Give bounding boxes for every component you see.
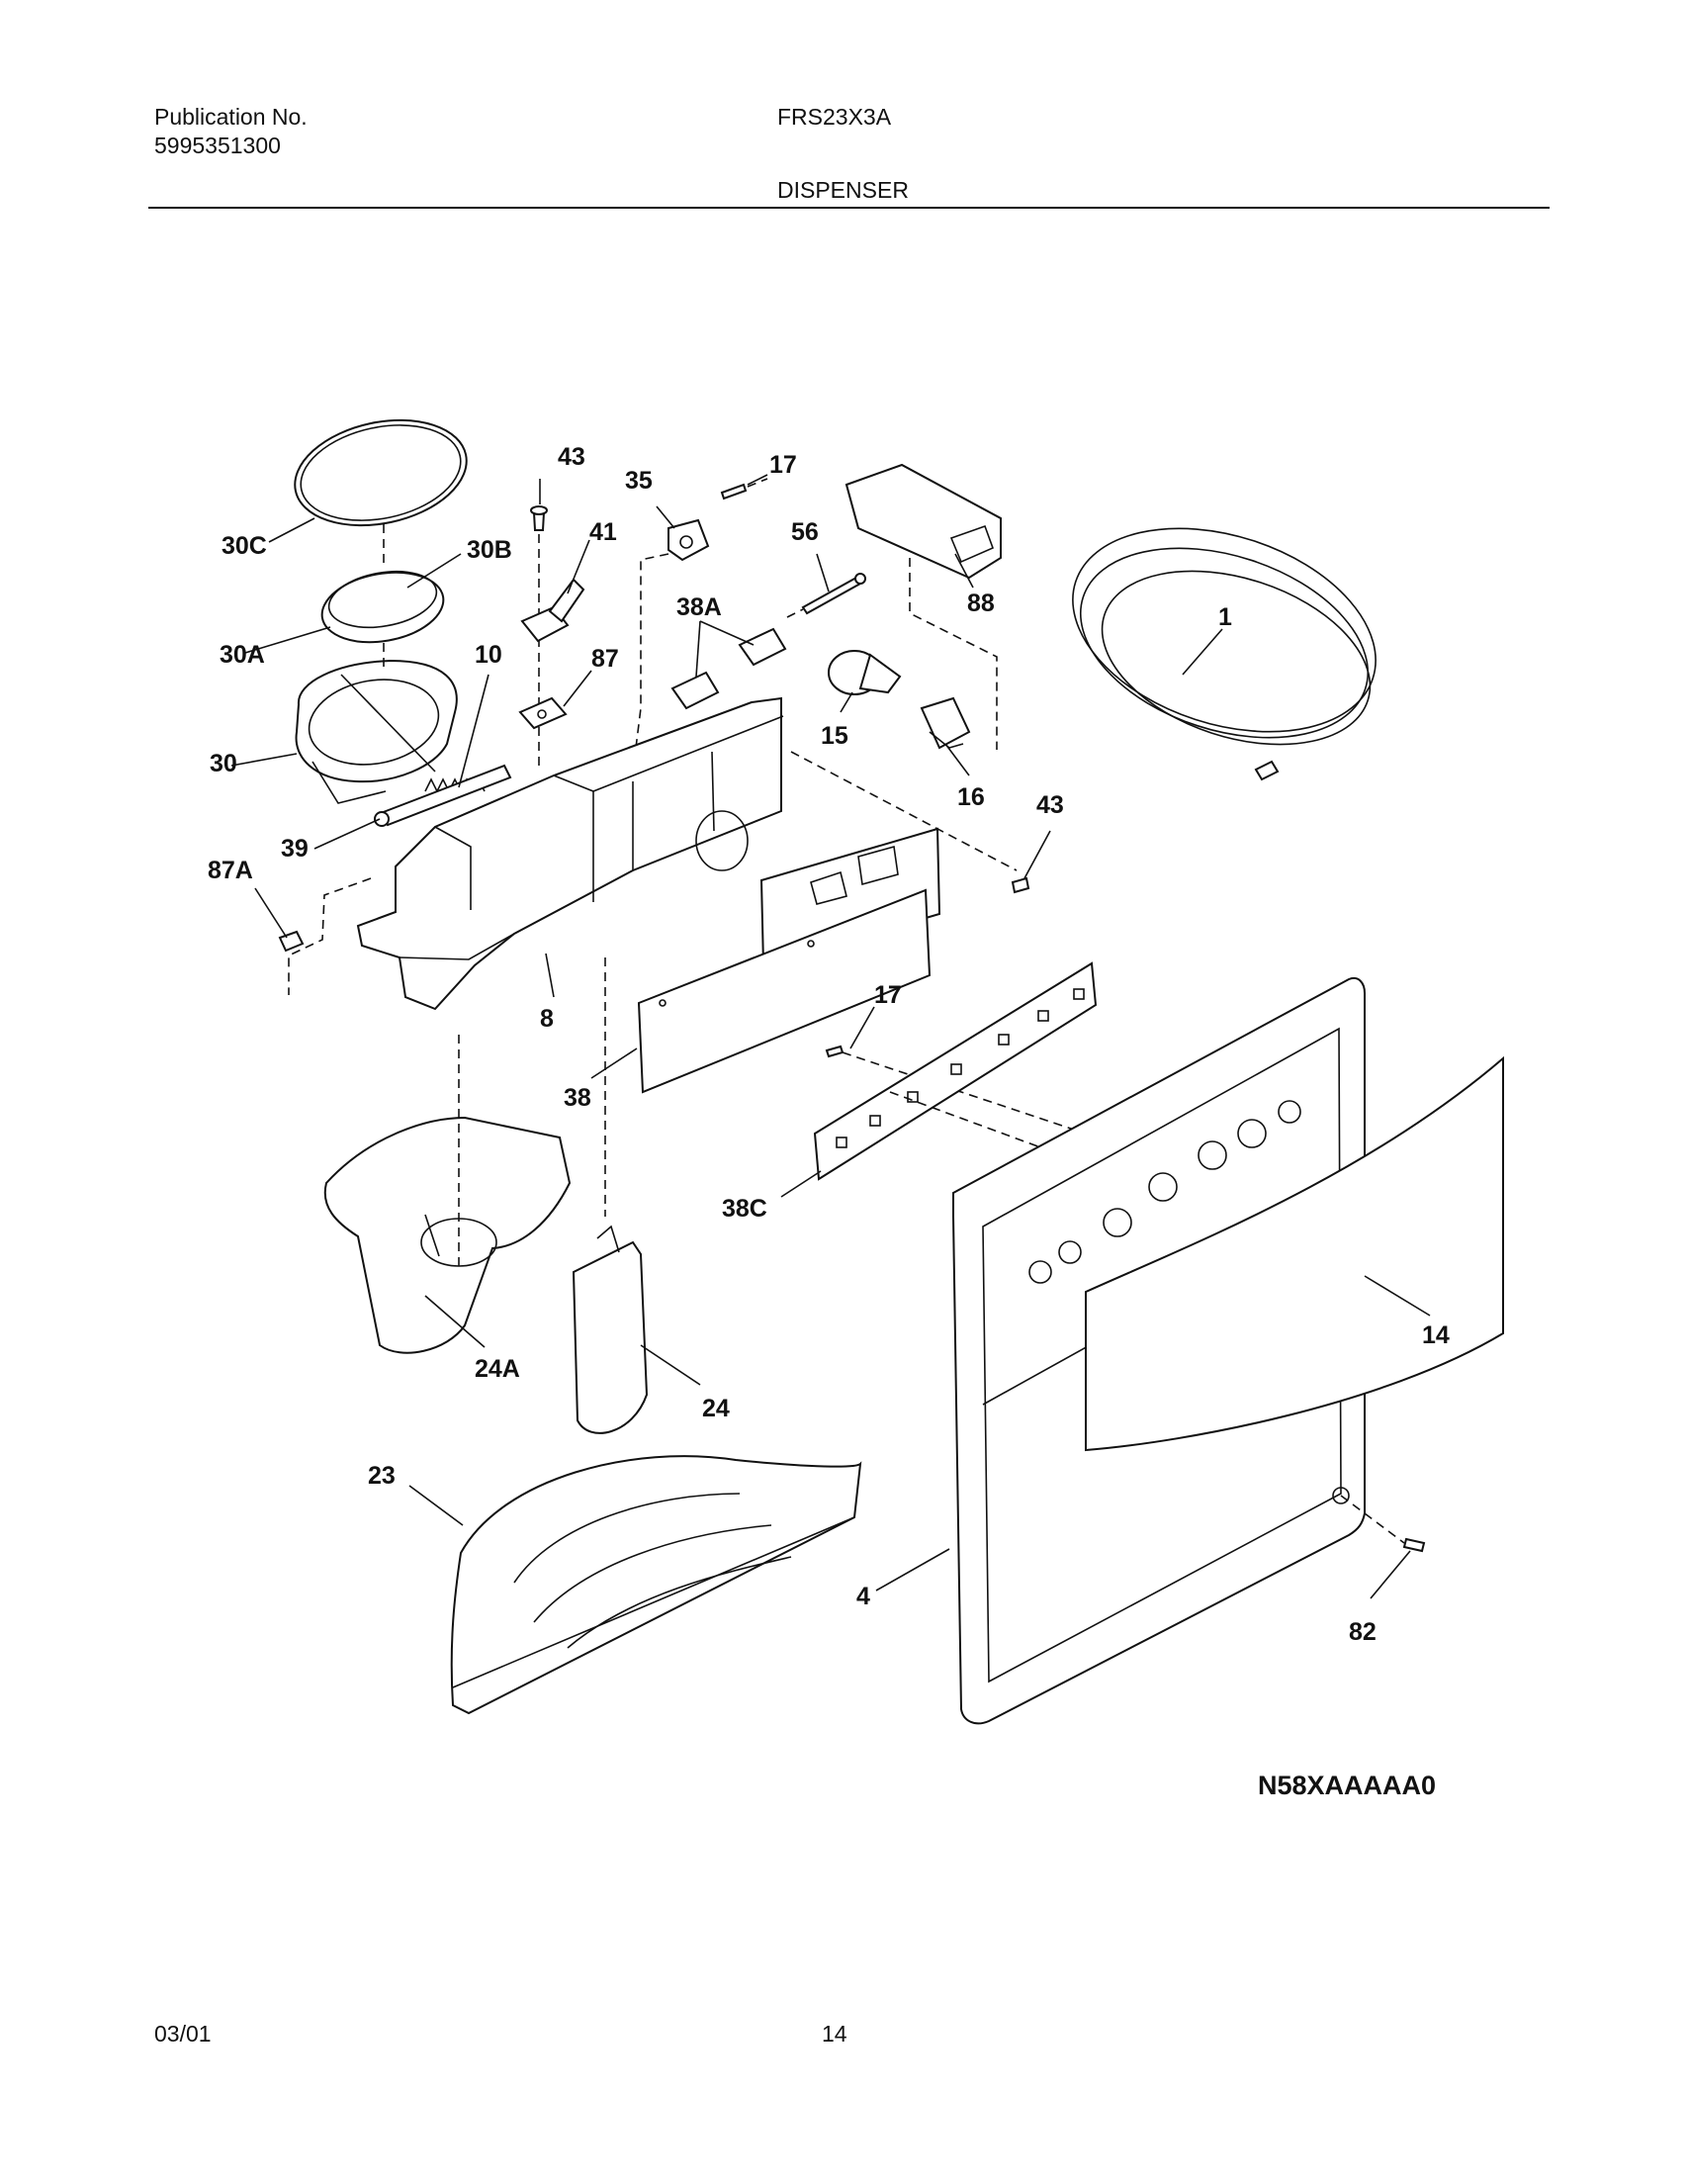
part-14-panel (1085, 1055, 1504, 1452)
publication-label: Publication No. (154, 104, 308, 130)
part-23-tray (450, 1455, 862, 1715)
callout-14: 14 (1422, 1321, 1450, 1349)
model-number: FRS23X3A (777, 104, 892, 130)
part-30c-gasket (294, 418, 468, 527)
footer-page-number: 14 (822, 2021, 847, 2047)
part-38a-switches (670, 627, 787, 710)
part-8-housing (356, 696, 784, 1011)
part-24a-chute (323, 1035, 572, 1354)
part-56-screw (786, 573, 866, 618)
part-87-plate (518, 696, 568, 730)
callout-43-top: 43 (558, 443, 585, 471)
section-title: DISPENSER (777, 177, 909, 203)
callout-87: 87 (591, 645, 619, 673)
callout-41: 41 (589, 518, 617, 546)
callout-24a: 24A (475, 1355, 520, 1383)
callout-39: 39 (281, 835, 309, 863)
callout-15: 15 (821, 722, 848, 750)
part-87a-clip (278, 877, 372, 995)
callout-4: 4 (856, 1583, 870, 1610)
part-35-switch (632, 518, 710, 773)
callout-30: 30 (210, 750, 237, 777)
callout-23: 23 (368, 1462, 396, 1490)
leader-lines (230, 474, 1431, 1599)
callout-38a: 38A (676, 593, 722, 621)
part-43-screw-right (1011, 876, 1030, 894)
part-82-screw (1340, 1495, 1426, 1553)
callout-30a: 30A (220, 641, 265, 669)
part-10-spring (374, 764, 512, 827)
part-17-screw-lower (825, 1045, 1081, 1133)
callout-8: 8 (540, 1005, 554, 1033)
callout-38c: 38C (722, 1195, 767, 1223)
callout-30b: 30B (467, 536, 512, 564)
part-38c-keypad-board (813, 961, 1098, 1181)
callout-88: 88 (967, 590, 995, 617)
footer-date: 03/01 (154, 2021, 212, 2047)
part-16-socket (920, 696, 971, 750)
callout-1: 1 (1218, 603, 1232, 631)
callout-30c: 30C (222, 532, 267, 560)
publication-number: 5995351300 (154, 133, 281, 158)
part-30a-cover (320, 570, 445, 644)
callout-87a: 87A (208, 857, 253, 884)
callout-17-top: 17 (769, 451, 797, 479)
part-15-bulb (828, 650, 902, 695)
part-24-paddle (572, 1225, 649, 1434)
header-rule (148, 207, 1550, 209)
part-control-board-upper (759, 827, 941, 967)
callout-10: 10 (475, 641, 502, 669)
part-43-screw-top (530, 505, 548, 772)
callout-56: 56 (791, 518, 819, 546)
callout-24: 24 (702, 1395, 730, 1422)
callout-17-lower: 17 (874, 981, 902, 1009)
callout-35: 35 (625, 467, 653, 495)
callout-16: 16 (957, 783, 985, 811)
diagram-code: N58XAAAAA0 (1258, 1771, 1437, 1800)
callout-43-right: 43 (1036, 791, 1064, 819)
part-88-box (844, 463, 1002, 750)
part-17-screw-top (720, 478, 768, 500)
callout-38: 38 (564, 1084, 591, 1112)
part-41-bracket (520, 578, 585, 643)
part-38-board (604, 888, 932, 1217)
part-1-tubing (1072, 527, 1377, 781)
callout-82: 82 (1349, 1618, 1377, 1646)
